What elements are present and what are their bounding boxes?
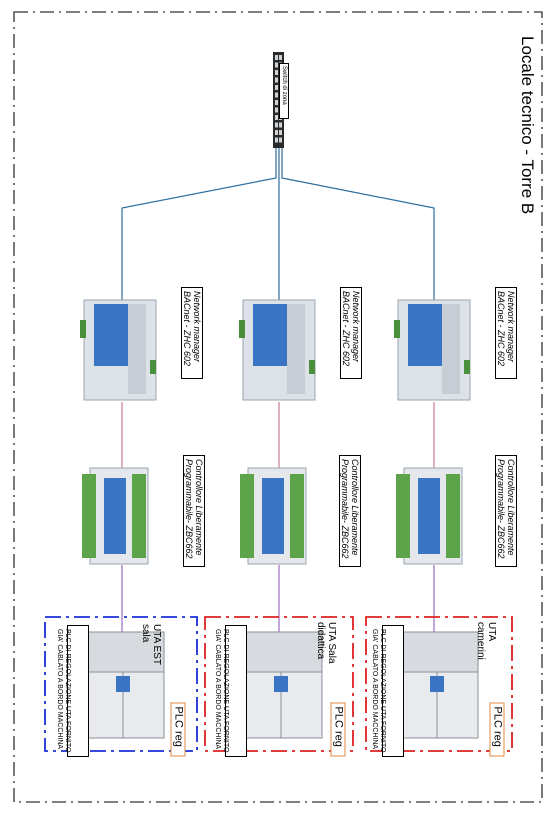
- switch-port: [275, 107, 278, 113]
- controller-device-middle: [240, 467, 307, 565]
- uta-cabinet-right: [395, 631, 479, 739]
- bus-line-left: [121, 148, 277, 306]
- switch-port: [275, 85, 278, 90]
- switch-port: [275, 55, 278, 60]
- network-manager-device-left: [80, 299, 157, 401]
- switch-port: [275, 130, 278, 135]
- switch-port: [275, 122, 278, 128]
- plc-reg-label-right: PLC reg: [489, 702, 505, 757]
- switch-port: [279, 122, 282, 128]
- network-manager-device-right: [394, 299, 471, 401]
- network-manager-device-middle: [239, 299, 316, 401]
- uta-cabinet-middle: [239, 631, 323, 739]
- switch-port: [275, 70, 278, 75]
- nm-controller-links: [121, 402, 435, 470]
- switch-port: [275, 92, 278, 98]
- switch-port: [279, 137, 282, 143]
- plc-reg-label-left: PLC reg: [170, 702, 186, 757]
- switch-port: [279, 130, 282, 135]
- controller-uta-links: [121, 565, 435, 632]
- switch-port: [279, 55, 282, 60]
- controller-device-left: [82, 467, 149, 565]
- switch-port: [275, 137, 278, 143]
- page-title: Locale tecnico - Torre B: [518, 36, 537, 215]
- switch-label: Switch di zona: [279, 63, 289, 119]
- switch-port: [275, 77, 278, 83]
- switch-port: [275, 100, 278, 105]
- uta-box-right: [365, 616, 513, 752]
- controller-device-right: [396, 467, 463, 565]
- uta-box-left: [44, 616, 198, 752]
- uta-box-middle: [204, 616, 354, 752]
- uta-cabinet-left: [81, 631, 165, 739]
- plc-reg-label-middle: PLC reg: [330, 702, 346, 757]
- bus-line-right: [281, 148, 435, 306]
- switch-port: [275, 62, 278, 68]
- switch-port: [275, 115, 278, 120]
- bus-lines: [121, 148, 435, 306]
